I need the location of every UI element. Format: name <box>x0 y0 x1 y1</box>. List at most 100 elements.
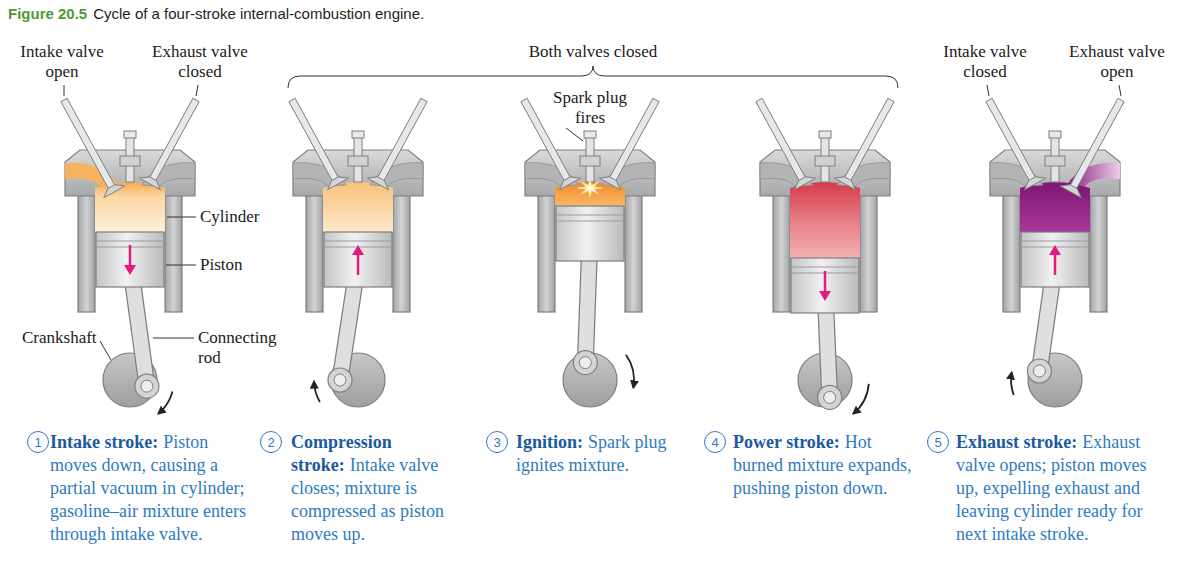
valve-head <box>140 177 161 190</box>
valve-stem <box>377 98 427 182</box>
spark-plug-nut <box>1045 156 1065 166</box>
cylinder-wall <box>1090 192 1107 312</box>
cylinder-wall <box>860 192 877 312</box>
valve-stem <box>521 98 571 182</box>
spark-plug-nut <box>815 156 835 166</box>
spark-burst <box>578 180 602 197</box>
leader-line <box>100 341 111 360</box>
valve-state-label: Exhaust valve open <box>1069 42 1165 81</box>
valve-head <box>1060 185 1081 198</box>
label-box: Cylinder <box>200 207 290 227</box>
valve-stem <box>289 98 339 182</box>
callout-number: 1 <box>27 431 49 453</box>
crank-pin-bore <box>824 391 836 403</box>
piston-ring <box>556 215 624 216</box>
valve-head <box>328 177 349 190</box>
crank-pin <box>818 385 842 409</box>
part-label: Cylinder <box>200 207 260 226</box>
leader-line <box>64 85 65 96</box>
step-text: Power stroke:Hot burned mixture expands,… <box>733 431 919 500</box>
valve-stem <box>609 98 659 182</box>
crank-pin <box>573 351 597 375</box>
callout-number-text: 2 <box>267 436 274 449</box>
leader-line <box>166 265 196 266</box>
leader-line <box>153 338 194 339</box>
part-label: Crankshaft <box>22 328 97 347</box>
callout-number: 3 <box>486 431 508 453</box>
piston <box>791 258 859 313</box>
piston <box>96 232 164 287</box>
callout-number-text: 1 <box>34 436 41 449</box>
piston <box>1021 232 1089 287</box>
spark-plug-cap <box>584 131 596 138</box>
part-label: Spark plug fires <box>553 88 627 127</box>
leader-line <box>1119 85 1121 96</box>
valve-stem <box>61 98 116 190</box>
engine-illustration <box>756 98 894 413</box>
spark-plug-cap <box>352 131 364 138</box>
engine-cycle <box>61 98 1124 413</box>
step-text: Compression stroke:Intake valve closes; … <box>291 431 463 546</box>
piston <box>556 206 624 261</box>
piston-ring <box>556 221 624 222</box>
crank-pin-bore <box>141 380 153 392</box>
leader-line <box>566 128 583 141</box>
valve-head <box>104 185 125 198</box>
cylinder-wall <box>165 192 182 312</box>
valve-head <box>560 177 581 190</box>
part-label: Connecting rod <box>198 328 276 367</box>
label-box: Both valves closed <box>483 42 703 62</box>
callout-number-text: 4 <box>711 436 718 449</box>
crank-pin-bore <box>579 357 591 369</box>
cylinder-wall <box>773 192 790 312</box>
piston-ring <box>1021 241 1089 242</box>
leader-line <box>167 217 196 218</box>
rotation-arrow <box>626 355 634 388</box>
valve-state-label: Intake valve closed <box>943 42 1027 81</box>
step-text: Ignition:Spark plug ignites mixture. <box>516 431 681 477</box>
valve-head <box>600 177 621 190</box>
step-heading: Exhaust stroke: <box>956 432 1077 452</box>
crank-pin-bore <box>1033 365 1045 377</box>
label-box: Intake valve open <box>12 42 112 82</box>
callout-number: 4 <box>704 431 726 453</box>
figure-heading: Figure 20.5Cycle of a four-stroke intern… <box>8 5 424 23</box>
cylinder-wall <box>1003 192 1020 312</box>
rotation-arrow <box>158 391 172 413</box>
valve-head <box>1025 177 1046 190</box>
crank-pin <box>135 374 159 398</box>
engine-illustration <box>986 98 1124 407</box>
valve-state-label: Intake valve open <box>20 42 104 81</box>
step-heading: Intake stroke: <box>50 432 158 452</box>
gas-mixture <box>790 182 860 258</box>
engine-illustration <box>289 98 427 407</box>
valve-head <box>368 177 389 190</box>
cylinder-wall <box>78 192 95 312</box>
label-box: Piston <box>200 255 270 275</box>
engine-illustration <box>61 98 199 413</box>
label-box: Exhaust valve closed <box>146 42 254 82</box>
valve-stem <box>986 98 1036 182</box>
spark-plug-cap <box>819 131 831 138</box>
gas-mixture <box>323 182 393 232</box>
valve-state-label: Exhaust valve closed <box>152 42 248 81</box>
brace <box>288 66 898 88</box>
valve-stem <box>844 98 894 182</box>
spark-plug-nut <box>348 156 368 166</box>
step-heading: Ignition: <box>516 432 583 452</box>
gas-mixture <box>1020 182 1090 232</box>
part-label: Piston <box>200 255 243 274</box>
cylinder-wall <box>625 192 642 312</box>
callout-number: 5 <box>927 431 949 453</box>
step-heading: Power stroke: <box>733 432 840 452</box>
rotation-arrow <box>853 384 869 414</box>
gas-mixture <box>95 182 165 232</box>
valve-head <box>795 177 816 190</box>
step-text: Exhaust stroke:Exhaust valve opens; pist… <box>956 431 1161 546</box>
spark-plug-nut <box>580 156 600 166</box>
valve-state-label: Both valves closed <box>529 42 657 61</box>
label-box: Exhaust valve open <box>1063 42 1171 82</box>
engine-illustration <box>521 98 659 407</box>
valve-head <box>835 177 856 190</box>
